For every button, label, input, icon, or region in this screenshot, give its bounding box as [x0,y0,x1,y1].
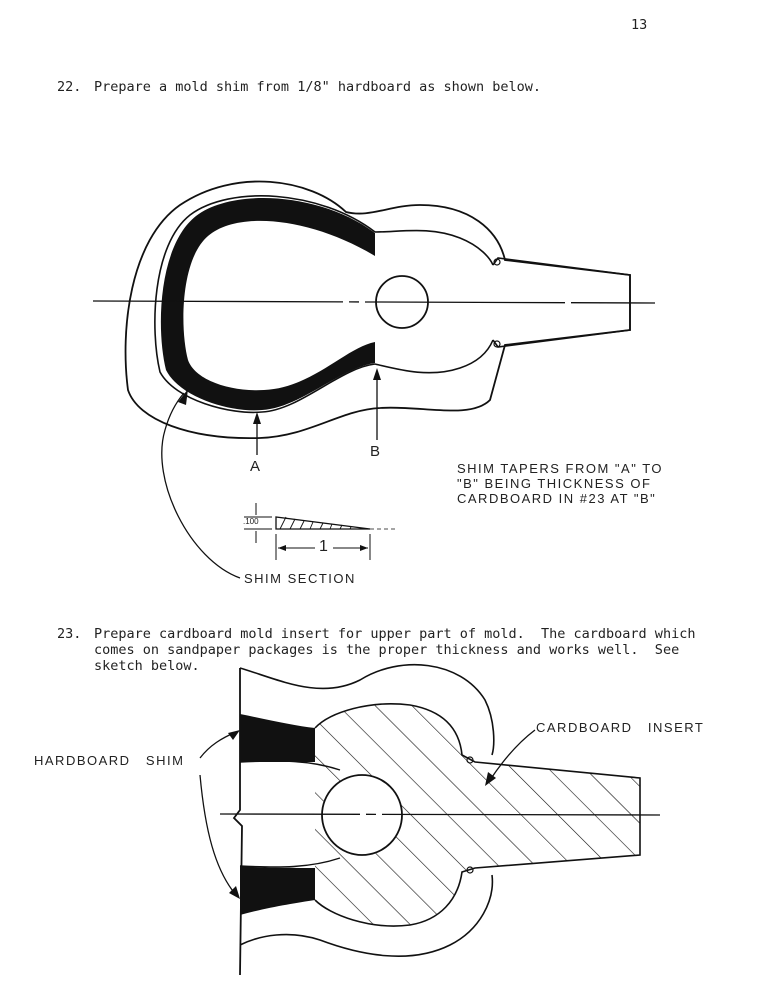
hardboard-shim-label: HARDBOARD SHIM [34,753,185,768]
shim-leader-head [178,389,188,405]
step-23-line-2: comes on sandpaper packages is the prope… [94,642,680,658]
notch-top [493,258,501,266]
insert-center-line [219,813,661,816]
notch-bottom [493,340,501,348]
mold-inner-outline [154,195,376,414]
cardboard-insert-outline [314,703,641,927]
shim-note-line-2: "B" BEING THICKNESS OF [457,476,652,491]
insert-notch-bottom [466,866,474,874]
insert-leader-head [485,772,496,786]
hardboard-shim-upper [240,714,315,762]
cardboard-insert-label: CARDBOARD INSERT [536,720,705,735]
step-22-text: Prepare a mold shim from 1/8" hardboard … [94,79,542,95]
thickness-dimension: .100 [243,517,259,526]
shim-leader-lower-head [229,886,240,899]
arrow-b-head [373,368,381,380]
length-dim-head-left [278,545,286,551]
mold-outer-outline [124,180,631,439]
insert-notch-top [466,756,474,764]
shim-leader-upper-head [228,730,240,740]
center-line [92,300,656,304]
hardboard-shim-lower [240,866,315,915]
length-dim-head-right [360,545,368,551]
insert-leader [489,729,536,781]
label-b: B [370,443,382,460]
waist-lower-line [239,857,341,868]
arrow-a-head [253,412,261,424]
insert-mold-outer-outline [239,663,495,957]
wedge-hatching [279,516,352,530]
shim-note-line-1: SHIM TAPERS FROM "A" TO [457,461,664,476]
cut-edge-line [232,668,243,976]
label-a: A [250,458,262,475]
shim-leader-curve [161,392,241,579]
shim-note-line-3: CARDBOARD IN #23 AT "B" [457,491,657,506]
step-23-number: 23. [57,626,82,642]
shim-leader-lower [199,774,237,896]
page-number: 13 [631,17,648,33]
step-23-line-1: Prepare cardboard mold insert for upper … [94,626,696,642]
length-dimension: 1 [319,538,330,555]
shim-section-label: SHIM SECTION [244,571,356,586]
upper-bout-outline [374,229,494,374]
step-23-line-3: sketch below. [94,658,200,674]
step-22-number: 22. [57,79,82,95]
